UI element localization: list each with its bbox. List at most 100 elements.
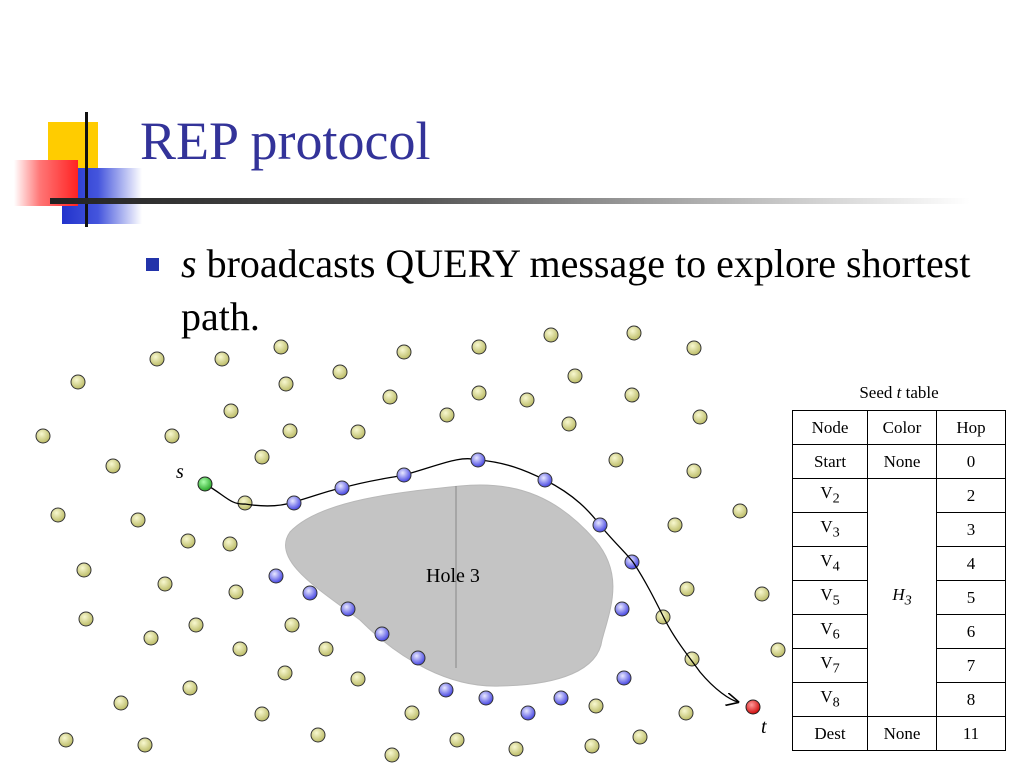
sensor-node (770, 642, 786, 658)
sensor-node (157, 576, 173, 592)
boundary-node (410, 650, 426, 666)
cell-hop: 2 (936, 478, 1006, 513)
sensor-node (686, 463, 702, 479)
boundary-node (614, 601, 630, 617)
bullet-body: broadcasts QUERY message to explore shor… (181, 241, 971, 339)
sensor-node (754, 586, 770, 602)
sensor-node (519, 392, 535, 408)
sensor-node (35, 428, 51, 444)
dest-node (745, 699, 761, 715)
sensor-node (130, 512, 146, 528)
source-label: s (176, 461, 184, 483)
sensor-node (396, 344, 412, 360)
cell-node: Dest (792, 716, 868, 751)
sensor-node (439, 407, 455, 423)
sensor-node (58, 732, 74, 748)
boundary-node (438, 682, 454, 698)
caption-var: t (896, 383, 902, 402)
sensor-node (404, 705, 420, 721)
table-header-row: Node Color Hop (792, 410, 1006, 445)
header-hop: Hop (936, 410, 1006, 445)
sensor-node (626, 325, 642, 341)
boundary-node (268, 568, 284, 584)
path-node (286, 495, 302, 511)
bullet-marker (146, 258, 159, 271)
cell-node: Start (792, 444, 868, 479)
sensor-node (543, 327, 559, 343)
sensor-node (137, 737, 153, 753)
bullet-subject: s (181, 241, 197, 286)
boundary-node (302, 585, 318, 601)
cell-node: V4 (792, 546, 868, 581)
sensor-node (632, 729, 648, 745)
sensor-node (588, 698, 604, 714)
sensor-node (679, 581, 695, 597)
boundary-node (520, 705, 536, 721)
dest-label: t (761, 716, 767, 738)
boundary-node (374, 626, 390, 642)
cell-hop: 4 (936, 546, 1006, 581)
sensor-node (182, 680, 198, 696)
sensor-node (350, 671, 366, 687)
sensor-node (508, 741, 524, 757)
sensor-node (180, 533, 196, 549)
cell-hop: 3 (936, 512, 1006, 547)
header-color: Color (867, 410, 937, 445)
hole-3-region (284, 484, 614, 687)
hole-boundary-nodes (268, 554, 640, 721)
sensor-node (254, 706, 270, 722)
boundary-node (478, 690, 494, 706)
sensor-node (678, 705, 694, 721)
table-row-v2: V2 H3 2 (792, 478, 1006, 717)
sensor-node (278, 376, 294, 392)
cell-node: V6 (792, 614, 868, 649)
bullet-text: s broadcasts QUERY message to explore sh… (181, 237, 981, 343)
source-node (197, 476, 213, 492)
path-node (537, 472, 553, 488)
boundary-node (616, 670, 632, 686)
path-node (470, 452, 486, 468)
sensor-node (384, 747, 400, 763)
sensor-node (228, 584, 244, 600)
sensor-node (471, 339, 487, 355)
sensor-node (50, 507, 66, 523)
sensor-node (113, 695, 129, 711)
table-row-v8: V8 8 (792, 682, 1006, 717)
cell-hop: 11 (936, 716, 1006, 751)
caption-prefix: Seed (859, 383, 897, 402)
cell-node: V5 (792, 580, 868, 615)
merged-color-cell: H3 (867, 478, 937, 717)
title-underline (50, 198, 970, 204)
sensor-node (567, 368, 583, 384)
sensor-node (332, 364, 348, 380)
sensor-node (78, 611, 94, 627)
cell-hop: 6 (936, 614, 1006, 649)
sensor-node (76, 562, 92, 578)
hole-label: Hole 3 (426, 565, 480, 587)
header-node: Node (792, 410, 868, 445)
slide-title: REP protocol (140, 111, 431, 171)
table-row-v5: V5 5 (792, 580, 1006, 615)
sensor-node (254, 449, 270, 465)
table-row-dest: Dest None 11 (792, 716, 1006, 751)
sensor-node (608, 452, 624, 468)
sensor-node (188, 617, 204, 633)
path-node (396, 467, 412, 483)
sensor-node (449, 732, 465, 748)
decor-vertical-line (85, 112, 88, 227)
sensor-node (277, 665, 293, 681)
caption-suffix: table (901, 383, 939, 402)
path-node (592, 517, 608, 533)
cell-hop: 0 (936, 444, 1006, 479)
sensor-node (214, 351, 230, 367)
sensor-node (667, 517, 683, 533)
cell-node: V7 (792, 648, 868, 683)
seed-table: Node Color Hop Start None 0 V2 H3 2 V3 3… (792, 410, 1006, 751)
sensor-node (105, 458, 121, 474)
sensor-node (471, 385, 487, 401)
sensor-nodes (35, 325, 786, 763)
sensor-node (232, 641, 248, 657)
sensor-node (164, 428, 180, 444)
sensor-node (561, 416, 577, 432)
